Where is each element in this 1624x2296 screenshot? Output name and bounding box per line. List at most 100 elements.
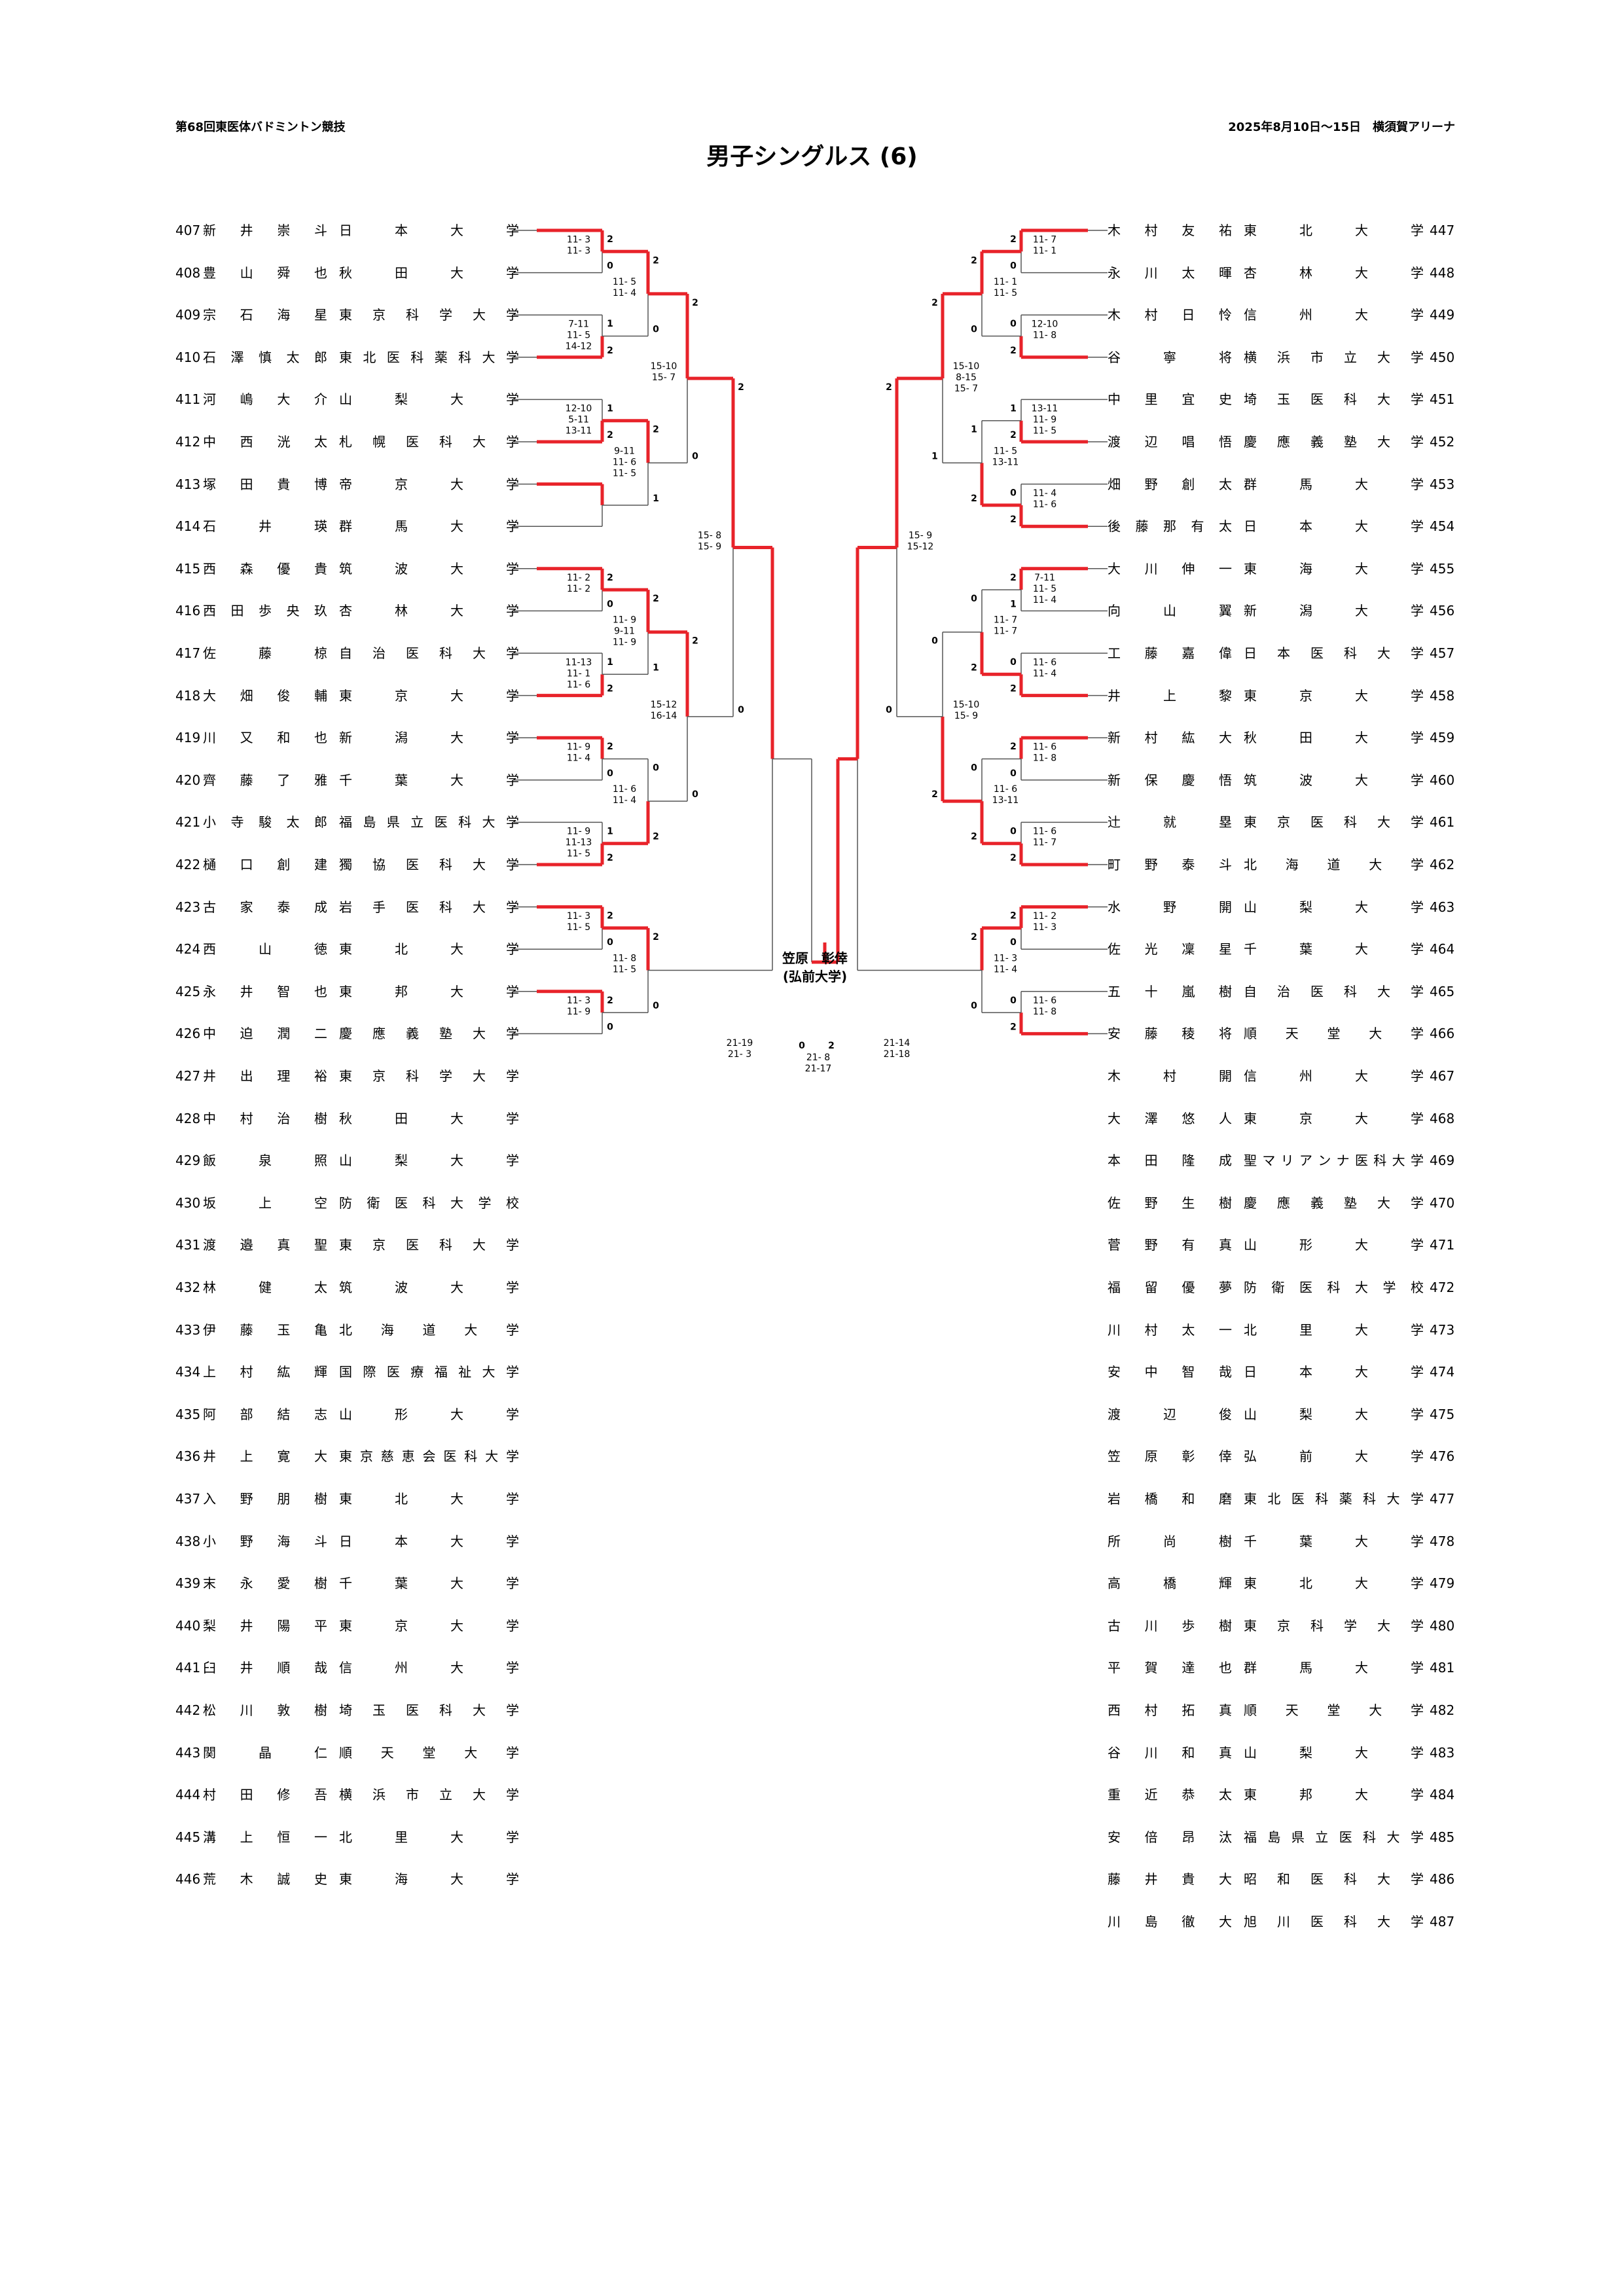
player-number: 455 (1430, 560, 1455, 577)
final-score-left: 21- 3 (728, 1049, 751, 1060)
player-number: 460 (1430, 772, 1455, 788)
match-score: 16-14 (651, 711, 677, 721)
games-won: 2 (607, 742, 613, 752)
match-score: 11- 5 (567, 849, 590, 859)
player-name: 豊山舜也 (203, 264, 327, 281)
games-won: 2 (971, 932, 977, 942)
player-number: 466 (1430, 1026, 1455, 1042)
games-won: 0 (886, 705, 892, 715)
player-number: 449 (1430, 307, 1455, 323)
games-won: 2 (971, 662, 977, 673)
match-score: 11- 3 (567, 996, 590, 1006)
player-name: 木村開 (1108, 1068, 1232, 1084)
player-name: 阿部結志 (203, 1406, 327, 1422)
player-university: 群馬大学 (1244, 476, 1424, 492)
player-number: 451 (1430, 391, 1455, 408)
player-name: 西山徳 (203, 941, 327, 958)
player-name: 重近恭太 (1108, 1787, 1232, 1803)
match-score: 5-11 (568, 415, 589, 425)
player-number: 422 (175, 857, 201, 872)
player-number: 421 (175, 814, 201, 831)
match-score: 11- 3 (567, 911, 590, 922)
player-university: 群馬大学 (1244, 1660, 1424, 1676)
match-score: 11- 8 (1033, 331, 1056, 341)
player-number: 414 (175, 518, 201, 535)
match-score: 13-11 (992, 457, 1019, 467)
player-number: 479 (1430, 1575, 1455, 1592)
match-score: 11- 5 (994, 446, 1017, 456)
player-number: 473 (1430, 1321, 1455, 1338)
player-university: 防衛医科大学校 (1244, 1280, 1424, 1295)
champion-name: 笠原 彰倖 (782, 950, 848, 966)
games-won: 2 (1010, 853, 1017, 863)
match-score: 11- 3 (994, 954, 1017, 964)
player-number: 454 (1430, 518, 1455, 535)
games-won: 2 (931, 789, 938, 800)
player-name: 木村友祐 (1108, 223, 1232, 238)
player-number: 419 (175, 730, 201, 746)
player-name: 新保慶悟 (1108, 772, 1232, 788)
match-score: 11- 6 (1033, 657, 1056, 668)
player-name: 笠原彰倖 (1108, 1448, 1232, 1465)
player-number: 427 (175, 1068, 201, 1084)
player-university: 千葉大学 (339, 772, 519, 788)
player-number: 480 (1430, 1617, 1455, 1634)
match-score: 7-11 (1034, 573, 1055, 583)
player-university: 東京大学 (339, 687, 519, 704)
player-name: 中里宜史 (1108, 391, 1232, 408)
player-university: 山梨大学 (1244, 1406, 1424, 1422)
final-score-right: 21-14 (884, 1038, 911, 1049)
player-university: 埼玉医科大学 (1244, 391, 1424, 408)
player-number: 464 (1430, 941, 1455, 958)
games-won: 2 (931, 298, 938, 308)
player-university: 福島県立医科大学 (339, 814, 519, 831)
player-university: 慶應義塾大学 (339, 1026, 519, 1042)
games-won: 2 (1010, 430, 1017, 440)
player-university: 東北大学 (339, 1491, 519, 1507)
player-name: 向山翼 (1108, 603, 1232, 619)
match-score: 11- 9 (613, 615, 636, 626)
player-number: 468 (1430, 1110, 1455, 1126)
player-university: 山梨大学 (339, 1153, 519, 1169)
games-won: 2 (653, 832, 659, 842)
player-university: 自治医科大学 (339, 645, 519, 661)
player-name: 大澤悠人 (1108, 1110, 1232, 1126)
match-score: 11- 6 (994, 784, 1017, 795)
games-won: 2 (692, 298, 698, 308)
player-university: 信州大学 (339, 1660, 519, 1676)
match-score: 11- 1 (567, 668, 590, 679)
player-name: 林健太 (203, 1280, 327, 1295)
games-won: 2 (607, 911, 613, 922)
player-name: 西森優貴 (203, 560, 327, 577)
player-university: 東邦大学 (1244, 1787, 1424, 1803)
games-won: 2 (1010, 234, 1017, 245)
player-name: 畑野創太 (1108, 476, 1232, 492)
games-won: 0 (607, 768, 613, 779)
match-score: 11- 3 (567, 245, 590, 256)
player-number: 430 (175, 1194, 201, 1211)
player-number: 474 (1430, 1364, 1455, 1380)
player-number: 442 (175, 1702, 201, 1718)
games-won: 2 (607, 430, 613, 440)
player-name: 永川太暉 (1108, 264, 1232, 281)
player-number: 411 (175, 391, 201, 408)
match-score: 15- 7 (652, 372, 676, 383)
player-name: 井上寛大 (203, 1448, 327, 1465)
player-number: 477 (1430, 1491, 1455, 1507)
player-university: 国際医療福祉大学 (339, 1364, 519, 1380)
player-name: 坂上空 (203, 1194, 327, 1211)
